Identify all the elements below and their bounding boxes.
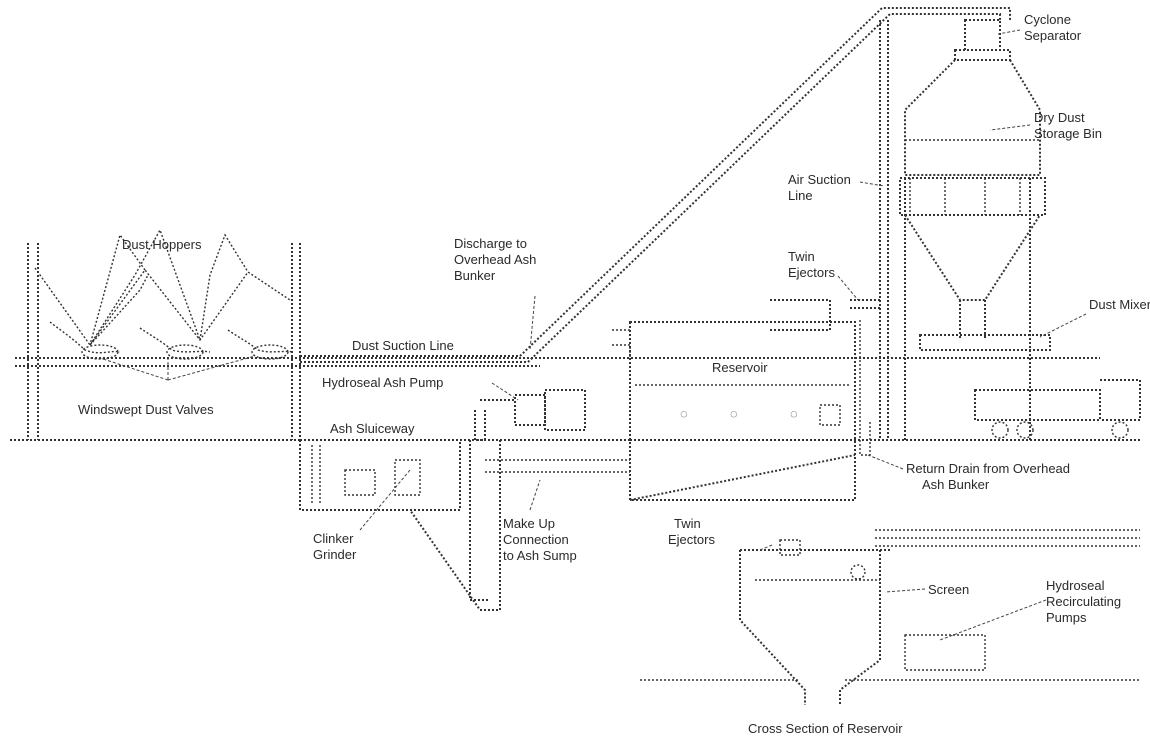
reservoir-label: Reservoir <box>712 360 768 375</box>
ash-sluiceway-trench <box>299 440 461 511</box>
truck <box>974 379 1141 439</box>
discharge-to-overhead-label: Discharge to Overhead Ash Bunker <box>454 236 537 283</box>
dust-suction-line-label: Dust Suction Line <box>352 338 454 353</box>
cyclone-separator-shape <box>954 19 1011 61</box>
dust-hoppers-label: Dust Hoppers <box>122 237 202 252</box>
twin-ejectors-bottom-label: Twin Ejectors <box>668 516 715 547</box>
dust-mixer-label: Dust Mixer <box>1089 297 1150 312</box>
return-drain-pipe <box>859 320 871 456</box>
clinker-grinder-label: Clinker Grinder <box>313 531 357 562</box>
dust-mixer-shape <box>919 300 1051 351</box>
air-suction-line-pipe <box>850 20 889 440</box>
make-up-connection-pipe <box>409 439 630 611</box>
dust-suction-pipe <box>300 7 1011 363</box>
cross-section-of-reservoir-label: Cross Section of Reservoir <box>748 721 903 736</box>
reservoir-shape: ◌ ◌ ◌ <box>612 299 856 501</box>
make-up-connection-label: Make Up Connection to Ash Sump <box>503 516 577 563</box>
leader-lines <box>99 29 1087 641</box>
return-drain-label: Return Drain from Overhead Ash Bunker <box>906 461 1071 492</box>
svg-text:◌: ◌ <box>790 406 798 421</box>
dry-dust-storage-bin-label: Dry Dust Storage Bin <box>1034 110 1102 141</box>
ash-sluiceway-label: Ash Sluiceway <box>330 421 415 436</box>
air-suction-line-label: Air Suction Line <box>788 172 851 203</box>
cross-section-reservoir-shape <box>640 529 1140 705</box>
twin-ejectors-top-label: Twin Ejectors <box>788 249 835 280</box>
hydroseal-ash-pump-label: Hydroseal Ash Pump <box>322 375 444 390</box>
cyclone-separator-label: Cyclone Separator <box>1024 12 1082 43</box>
windswept-dust-valves <box>49 321 293 360</box>
windswept-dust-valves-label: Windswept Dust Valves <box>78 402 214 417</box>
svg-text:◌: ◌ <box>730 406 738 421</box>
svg-text:◌: ◌ <box>680 406 688 421</box>
screen-label: Screen <box>928 582 970 597</box>
hydroseal-recirculating-pumps-label: Hydroseal Recirculating Pumps <box>1046 578 1122 625</box>
dry-dust-storage-bin-shape <box>899 59 1046 440</box>
hydroseal-ash-pump-shape <box>474 389 586 441</box>
